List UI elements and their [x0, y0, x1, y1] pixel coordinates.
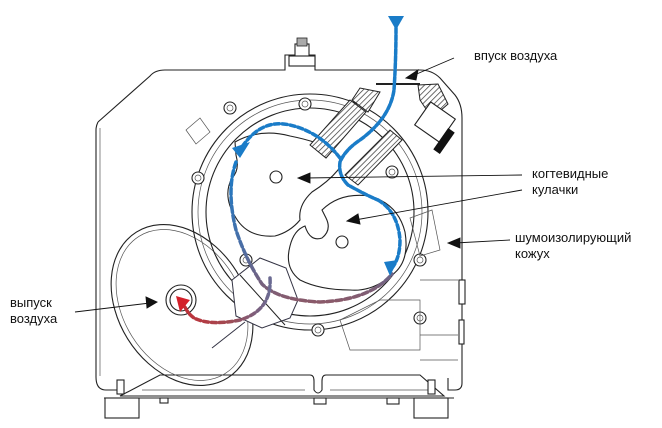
side-bosses	[420, 279, 466, 361]
label-air-outlet-line1: выпуск	[10, 295, 52, 310]
lower-claw-rotor	[287, 194, 407, 291]
outlet-arrow-icon	[176, 296, 190, 312]
label-noise-housing-line1: шумоизолирующий	[515, 230, 632, 245]
inlet-arrow-icon	[388, 16, 404, 30]
air-flow-path	[229, 16, 404, 304]
label-air-inlet: впуск воздуха	[474, 48, 558, 63]
noise-insulating-housing	[95, 54, 463, 391]
pump-casing	[185, 93, 441, 351]
outlet-port	[211, 257, 299, 349]
flow-arrow-down-icon	[384, 260, 398, 276]
claw-rotors	[227, 132, 407, 291]
outlet-silencer	[110, 224, 254, 386]
label-claw-rotors-line1: когтевидные	[532, 166, 609, 181]
label-air-outlet: выпуск воздуха	[10, 295, 57, 327]
leader-lines	[74, 57, 523, 313]
base-plate	[104, 374, 454, 419]
outlet-flow-path	[176, 276, 272, 325]
label-noise-housing-line2: кожух	[515, 246, 550, 261]
top-fitting	[288, 37, 316, 67]
label-air-outlet-line2: воздуха	[10, 311, 58, 326]
flow-arrow-left-icon	[232, 142, 250, 158]
label-claw-rotors-line2: кулачки	[532, 182, 579, 197]
label-claw-rotors: когтевидные кулачки	[532, 166, 608, 198]
casing-bolts	[191, 97, 427, 337]
label-noise-housing: шумоизолирующий кожух	[515, 230, 631, 262]
